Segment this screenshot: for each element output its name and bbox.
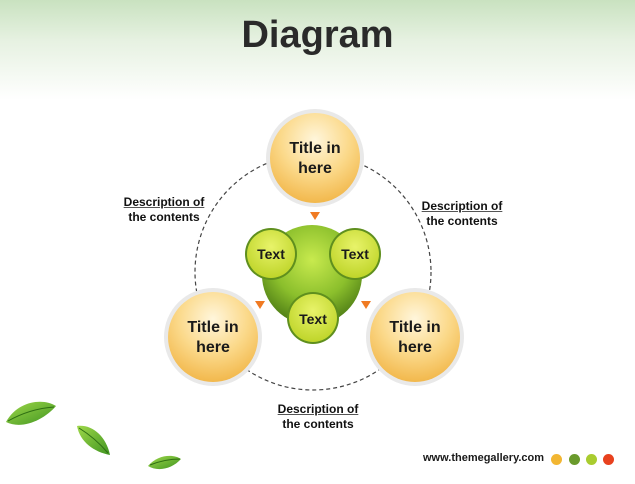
description-left: Description of the contents: [104, 195, 224, 225]
description-right-line-2: the contents: [426, 214, 498, 228]
node-left-line-2: here: [196, 339, 230, 356]
node-right: [366, 288, 464, 386]
node-right-label: Title in here: [365, 318, 465, 358]
node-left-label: Title in here: [163, 318, 263, 358]
description-left-line-2: the contents: [128, 210, 200, 224]
node-top-label: Title in here: [265, 139, 365, 179]
arrow-top-icon: [310, 212, 320, 220]
node-top-line-1: Title in: [289, 140, 341, 157]
footer-url: www.themegallery.com: [423, 452, 545, 464]
arrow-right-icon: [361, 301, 371, 309]
description-bottom: Description of the contents: [258, 402, 378, 432]
arrow-left-icon: [255, 301, 265, 309]
description-right: Description of the contents: [402, 199, 522, 229]
description-right-line-1: Description of: [421, 199, 503, 213]
footer-dot-3: [586, 454, 597, 465]
description-bottom-line-2: the contents: [282, 417, 354, 431]
leaf-icon: [77, 425, 110, 455]
text-circle-2: [329, 228, 381, 280]
node-top: [266, 109, 364, 207]
node-top-line-2: here: [298, 160, 332, 177]
leaf-icon: [6, 401, 56, 425]
node-left: [164, 288, 262, 386]
footer-dot-1: [551, 454, 562, 465]
leaf-icon: [148, 455, 181, 470]
node-right-line-1: Title in: [389, 319, 441, 336]
center-text-1: Text: [257, 246, 285, 262]
description-bottom-line-1: Description of: [277, 402, 359, 416]
node-left-line-1: Title in: [187, 319, 239, 336]
center-text-3: Text: [299, 311, 327, 327]
text-circle-1: [245, 228, 297, 280]
description-left-line-1: Description of: [123, 195, 205, 209]
footer-dot-2: [569, 454, 580, 465]
text-circle-3: [287, 292, 339, 344]
footer-dot-4: [603, 454, 614, 465]
page-title: Diagram: [241, 14, 394, 56]
node-right-line-2: here: [398, 339, 432, 356]
center-text-2: Text: [341, 246, 369, 262]
